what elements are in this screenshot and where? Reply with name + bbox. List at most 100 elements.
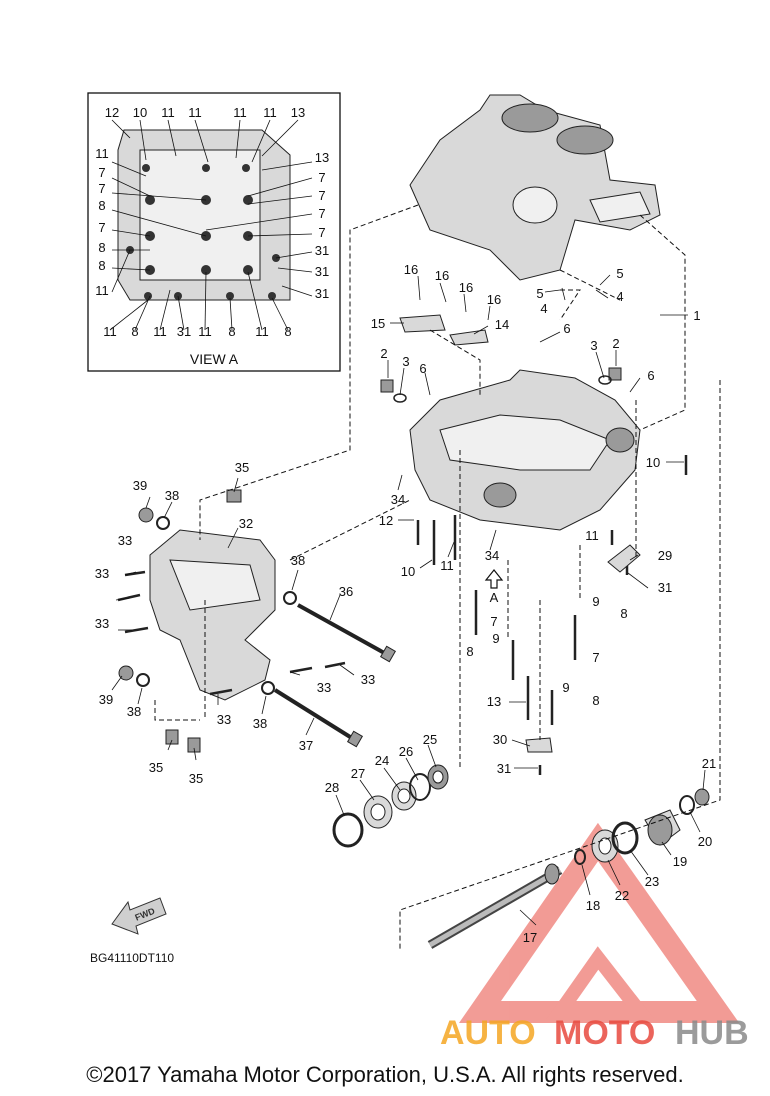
long-bolts bbox=[273, 603, 397, 748]
callout: 14 bbox=[495, 317, 509, 332]
callout: 16 bbox=[404, 262, 418, 277]
callout: 30 bbox=[493, 732, 507, 747]
callout: 33 bbox=[95, 616, 109, 631]
callout: 3 bbox=[402, 354, 409, 369]
view-a-title: VIEW A bbox=[190, 351, 239, 367]
viewa-callout: 11 bbox=[198, 324, 212, 339]
callout: 12 bbox=[379, 513, 393, 528]
viewa-callout: 7 bbox=[318, 206, 325, 221]
view-a-pointer-label: A bbox=[490, 590, 499, 605]
callout: 20 bbox=[698, 834, 712, 849]
callout: 7 bbox=[592, 650, 599, 665]
viewa-callout: 31 bbox=[315, 264, 329, 279]
viewa-callout: 8 bbox=[98, 258, 105, 273]
viewa-callout: 7 bbox=[318, 170, 325, 185]
leader-lines bbox=[111, 274, 706, 926]
callout: 17 bbox=[523, 930, 537, 945]
callout: 8 bbox=[620, 606, 627, 621]
callout: 38 bbox=[127, 704, 141, 719]
lower-crankcase bbox=[409, 369, 641, 531]
assembly-lines bbox=[154, 204, 721, 950]
callout: 38 bbox=[291, 553, 305, 568]
callout: 8 bbox=[466, 644, 473, 659]
callout: 16 bbox=[435, 268, 449, 283]
callout: 9 bbox=[562, 680, 569, 695]
callout: 32 bbox=[239, 516, 253, 531]
callout: 39 bbox=[99, 692, 113, 707]
watermark-text: AUTO MOTO HUB bbox=[440, 1014, 749, 1052]
viewa-callout: 13 bbox=[291, 105, 305, 120]
viewa-callout: 31 bbox=[315, 286, 329, 301]
viewa-callout: 11 bbox=[153, 324, 167, 339]
callout: 37 bbox=[299, 738, 313, 753]
viewa-callout: 7 bbox=[98, 220, 105, 235]
callout: 35 bbox=[189, 771, 203, 786]
viewa-callout: 11 bbox=[233, 105, 247, 120]
bearings-and-seals bbox=[332, 764, 710, 865]
viewa-callout: 8 bbox=[131, 324, 138, 339]
callout: 38 bbox=[165, 488, 179, 503]
viewa-callout: 7 bbox=[98, 181, 105, 196]
viewa-callout: 11 bbox=[263, 105, 277, 120]
callout: 36 bbox=[339, 584, 353, 599]
watermark-hub: HUB bbox=[675, 1014, 749, 1052]
viewa-callout: 12 bbox=[105, 105, 119, 120]
callout: 10 bbox=[401, 564, 415, 579]
view-a-inset: 12 10 11 11 11 11 13 11 13 7 7 7 7 8 7 7… bbox=[87, 92, 341, 372]
callout: 28 bbox=[325, 780, 339, 795]
callout: 2 bbox=[612, 336, 619, 351]
callout: 16 bbox=[487, 292, 501, 307]
viewa-callout: 10 bbox=[133, 105, 147, 120]
callout: 38 bbox=[253, 716, 267, 731]
viewa-callout: 11 bbox=[255, 324, 269, 339]
callout: 8 bbox=[592, 693, 599, 708]
callout: 24 bbox=[375, 753, 389, 768]
callout: 19 bbox=[673, 854, 687, 869]
callout: 33 bbox=[118, 533, 132, 548]
callout: 39 bbox=[133, 478, 147, 493]
callout: 11 bbox=[585, 528, 599, 543]
callout: 31 bbox=[497, 761, 511, 776]
callout: 18 bbox=[586, 898, 600, 913]
viewa-callout: 11 bbox=[161, 105, 175, 120]
callout: 33 bbox=[317, 680, 331, 695]
callout: 6 bbox=[419, 361, 426, 376]
viewa-callout: 13 bbox=[315, 150, 329, 165]
callout: 5 bbox=[536, 286, 543, 301]
callout: 26 bbox=[399, 744, 413, 759]
callout: 11 bbox=[440, 558, 454, 573]
callout: 7 bbox=[490, 614, 497, 629]
viewa-callout: 8 bbox=[228, 324, 235, 339]
callout: 21 bbox=[702, 756, 716, 771]
callout: 13 bbox=[487, 694, 501, 709]
callout: 1 bbox=[693, 308, 700, 323]
watermark-auto: AUTO bbox=[440, 1014, 536, 1052]
shaft bbox=[427, 863, 563, 949]
small-parts bbox=[118, 314, 641, 753]
fwd-arrow-icon: FWD bbox=[111, 897, 167, 935]
callout: 25 bbox=[423, 732, 437, 747]
viewa-callout: 11 bbox=[188, 105, 202, 120]
viewa-callout: 11 bbox=[95, 283, 109, 298]
callout: 23 bbox=[645, 874, 659, 889]
callout: 9 bbox=[592, 594, 599, 609]
callouts: 1 2 2 3 3 4 4 5 5 6 6 6 6 10 10 11 11 12… bbox=[95, 262, 716, 945]
viewa-callout: 8 bbox=[284, 324, 291, 339]
callout: 15 bbox=[371, 316, 385, 331]
view-a-pointer: A bbox=[484, 569, 504, 605]
callout: 34 bbox=[485, 548, 499, 563]
diagram-code: BG41110DT110 bbox=[90, 951, 174, 965]
callout: 10 bbox=[646, 455, 660, 470]
callout: 33 bbox=[217, 712, 231, 727]
watermark-logo bbox=[458, 822, 740, 1023]
callout: 33 bbox=[95, 566, 109, 581]
viewa-callout: 7 bbox=[318, 225, 325, 240]
viewa-callout: 8 bbox=[98, 240, 105, 255]
copyright-notice: ©2017 Yamaha Motor Corporation, U.S.A. A… bbox=[86, 1062, 684, 1087]
callout: 6 bbox=[563, 321, 570, 336]
callout: 33 bbox=[361, 672, 375, 687]
viewa-callout: 11 bbox=[95, 146, 109, 161]
callout: 9 bbox=[492, 631, 499, 646]
callout: 16 bbox=[459, 280, 473, 295]
